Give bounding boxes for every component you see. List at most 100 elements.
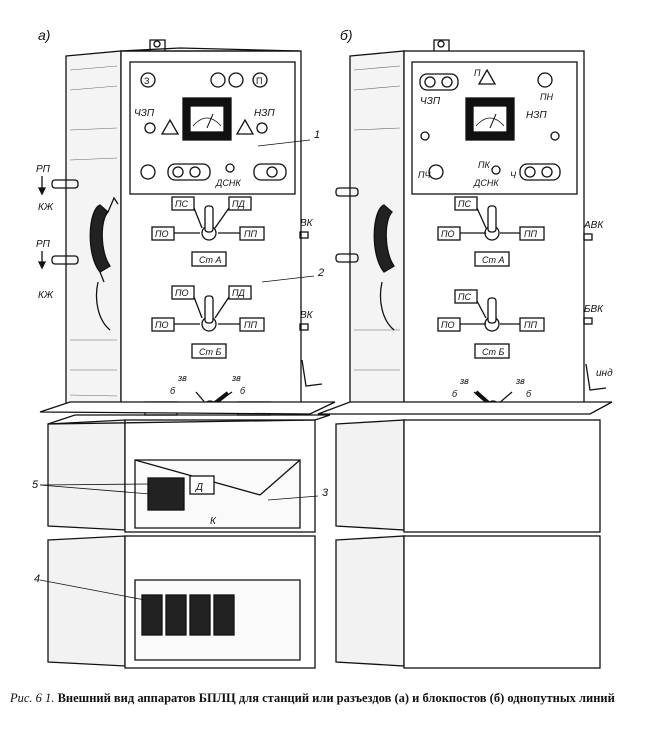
svg-text:Д: Д	[195, 482, 203, 493]
p-button[interactable]	[140, 164, 156, 180]
svg-text:б: б	[526, 389, 532, 399]
relay-cabinet-1-side	[47, 419, 126, 531]
svg-text:Ст Б: Ст Б	[482, 347, 504, 357]
triangle-indicator-icon	[160, 118, 180, 135]
crank-handle-icon[interactable]	[585, 363, 607, 391]
route-switch-2[interactable]: ПО ПД ПО ПП Ст Б	[151, 285, 265, 359]
svg-text:инд: инд	[596, 368, 613, 379]
panel-b-tag: б)	[340, 27, 353, 43]
svg-text:КЖ: КЖ	[38, 202, 54, 213]
svg-text:зв: зв	[177, 373, 187, 383]
callout-2: 2	[317, 267, 324, 279]
box-pd	[228, 285, 252, 300]
round-button[interactable]	[524, 166, 536, 178]
switch-handle[interactable]	[204, 205, 214, 233]
lower-cabinet-2-side	[335, 535, 405, 667]
label-pk: ПК	[478, 160, 491, 170]
z-button[interactable]	[266, 166, 278, 178]
top-panel-buttons[interactable]	[419, 68, 561, 181]
route-switch-2[interactable]: ПС ПО ПП Ст Б	[437, 289, 545, 359]
svg-text:б: б	[240, 386, 246, 396]
label-p: П	[474, 68, 481, 78]
label-chzp: ЧЗП	[134, 108, 155, 119]
box-st-a	[474, 251, 510, 267]
side-handle[interactable]	[335, 187, 359, 197]
switch-handle[interactable]	[487, 297, 497, 324]
label-dsnk: ДСНК	[473, 178, 499, 188]
relay-plugs	[141, 594, 235, 636]
side-equipment: РП КЖ РП КЖ ВК ВК	[36, 164, 323, 387]
control-panel-top	[129, 61, 296, 195]
svg-text:ПП: ПП	[524, 320, 538, 330]
svg-text:ПО: ПО	[441, 320, 455, 330]
svg-text:ПП: ПП	[524, 229, 538, 239]
route-switch-1[interactable]: ПС ПО ПП Ст А	[437, 196, 545, 267]
k-button[interactable]	[172, 166, 184, 178]
pch-button[interactable]	[428, 164, 444, 180]
vk-key-icon[interactable]	[299, 323, 309, 331]
z-button[interactable]	[210, 72, 226, 88]
rp-handle[interactable]	[51, 255, 79, 265]
svg-text:Ст А: Ст А	[199, 255, 222, 265]
label-pch: ПЧ	[418, 170, 432, 180]
svg-text:зв: зв	[515, 376, 525, 386]
z-button[interactable]	[189, 166, 201, 178]
svg-text:ПО: ПО	[175, 288, 189, 298]
rp-handle[interactable]	[51, 179, 79, 189]
svg-text:ПП: ПП	[244, 320, 258, 330]
lamp-icon	[420, 131, 430, 141]
p-button[interactable]	[252, 72, 268, 88]
hook	[149, 39, 166, 52]
side-handle[interactable]	[335, 253, 359, 263]
triangle-indicator-icon	[235, 118, 255, 135]
k-button[interactable]	[256, 122, 268, 134]
box-po	[171, 285, 195, 300]
k-button[interactable]	[144, 122, 156, 134]
svg-text:РП: РП	[36, 239, 51, 250]
apparatus-illustration: а) З П	[32, 27, 613, 669]
label-chzp: ЧЗП	[420, 96, 441, 107]
svg-text:б: б	[452, 389, 458, 399]
box-st-b	[474, 343, 510, 359]
round-button[interactable]	[541, 166, 553, 178]
top-panel-buttons[interactable]: З П	[140, 72, 287, 181]
round-button[interactable]	[424, 76, 436, 88]
k-button[interactable]	[228, 72, 244, 88]
round-button[interactable]	[441, 76, 453, 88]
label-nzp: НЗП	[254, 108, 275, 119]
lamp-icon	[550, 131, 560, 141]
switch-handle[interactable]	[487, 205, 497, 233]
svg-text:ВК: ВК	[300, 218, 314, 229]
bvk-key-icon[interactable]	[583, 317, 593, 325]
svg-text:ПС: ПС	[458, 292, 472, 302]
caption-fig-label: Рис. 6 1.	[10, 691, 55, 705]
label-dsnk: ДСНК	[215, 178, 241, 188]
switch-handle[interactable]	[204, 295, 214, 324]
avk-key-icon[interactable]	[583, 233, 593, 241]
round-button[interactable]	[537, 72, 553, 88]
svg-text:ПД: ПД	[232, 199, 246, 209]
control-panel-top	[411, 61, 578, 195]
svg-text:ПС: ПС	[175, 199, 189, 209]
lower-cabinet-1-side	[335, 419, 405, 531]
side-equipment: АВК БВК инд	[335, 187, 613, 391]
vk-key-icon[interactable]	[299, 231, 309, 239]
crank-handle-icon[interactable]	[301, 359, 323, 387]
svg-text:зв: зв	[459, 376, 469, 386]
hook	[433, 39, 450, 52]
box-ps	[454, 289, 478, 304]
svg-text:ПО: ПО	[155, 320, 169, 330]
box-pd	[228, 196, 252, 211]
pk-button[interactable]	[491, 165, 501, 175]
shelf	[317, 401, 613, 415]
telephone-handset-icon[interactable]	[373, 204, 395, 273]
callout-4: 4	[34, 573, 40, 585]
svg-text:зв: зв	[231, 373, 241, 383]
panel-a-tag: а)	[38, 27, 50, 43]
relay-block	[147, 477, 185, 511]
telephone-handset-icon[interactable]	[89, 204, 111, 273]
svg-text:БВК: БВК	[584, 304, 604, 315]
route-switch-1[interactable]: ПС ПД ПО ПП Ст А	[151, 196, 265, 267]
dsnk-lamp-icon	[225, 163, 235, 173]
z-button[interactable]	[140, 72, 156, 88]
